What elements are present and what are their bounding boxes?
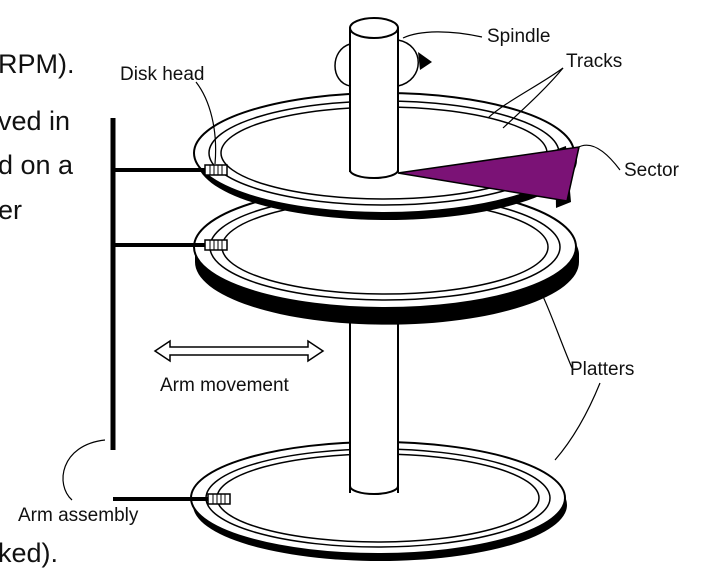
slide-text-fragment-3: d on a [0, 150, 74, 180]
sector-leader [576, 144, 621, 171]
arm-assembly [110, 118, 210, 501]
disk-head-middle [204, 239, 228, 251]
rotation-arrow-icon [418, 52, 432, 70]
middle-platter [193, 185, 579, 325]
label-arm-movement: Arm movement [160, 375, 290, 396]
slide-text-fragment-2: ved in [0, 106, 71, 136]
label-platters: Platters [570, 359, 634, 380]
leader-lines [62, 31, 621, 501]
arm-assembly-leader [62, 439, 106, 501]
bottom-platter [190, 441, 567, 561]
label-sector: Sector [624, 160, 680, 181]
slide-text-fragment-1: RPM). [0, 49, 75, 79]
disk-head-top [204, 164, 228, 176]
disk-head-leader [195, 81, 217, 165]
label-spindle: Spindle [487, 26, 550, 47]
sector-wedge [397, 146, 580, 208]
label-tracks: Tracks [566, 51, 622, 72]
slide-text-fragment-5: ked). [0, 538, 59, 568]
platters-leader-bottom [554, 382, 601, 461]
tracks-leader-2 [502, 67, 564, 129]
tracks-leader-1 [487, 67, 564, 119]
slide-text-fragment-4: er [0, 195, 23, 225]
arm-movement-arrow-icon [153, 339, 325, 363]
spindle-lower [349, 315, 399, 495]
label-arm-assembly: Arm assembly [18, 505, 139, 526]
platters-leader-middle [539, 289, 573, 369]
spindle-upper [334, 17, 432, 179]
label-disk-head: Disk head [120, 64, 205, 85]
spindle-leader [402, 31, 483, 39]
disk-head-bottom [207, 493, 231, 505]
